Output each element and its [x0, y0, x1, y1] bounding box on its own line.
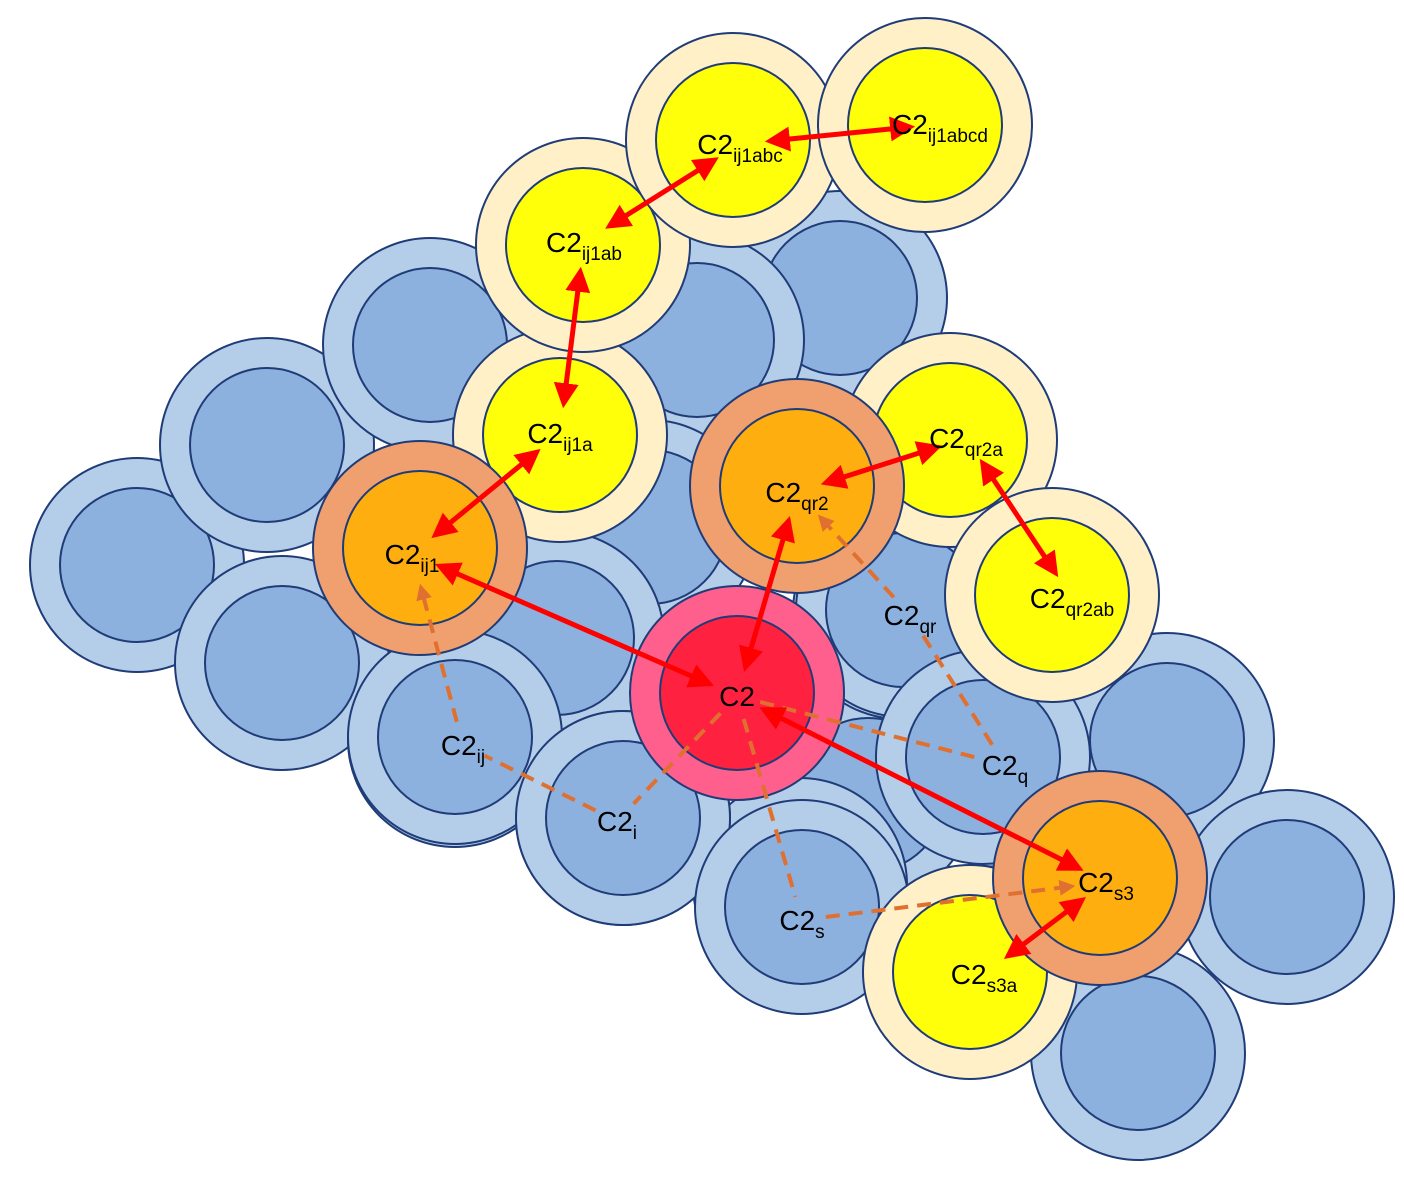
node-label-c2-s3a: C2s3a	[951, 959, 1018, 997]
node-label-c2-qr2a: C2qr2a	[929, 423, 1003, 461]
links-layer	[416, 116, 1087, 959]
solid-link-c2-ij1ab-to-c2-ij1abc	[605, 157, 719, 229]
node-label-base: C2	[441, 730, 477, 761]
node-label-base: C2	[546, 227, 582, 258]
node-label-base: C2	[892, 109, 928, 140]
node-label-subscript: qr2a	[965, 440, 1003, 461]
node-label-c2-ij1abcd: C2ij1abcd	[892, 109, 988, 147]
node-label-subscript: ij1ab	[582, 244, 622, 265]
node-label-c2-qr2ab: C2qr2ab	[1030, 583, 1114, 621]
node-label-base: C2	[951, 959, 987, 990]
node-label-subscript: ij1a	[563, 435, 593, 456]
node-label-base: C2	[765, 477, 801, 508]
node-label-c2-qr: C2qr	[884, 600, 937, 638]
node-label-base: C2	[929, 423, 965, 454]
node-label-c2-s: C2s	[779, 905, 824, 943]
solid-link-c2-ij1-to-c2-ij1a	[431, 448, 541, 539]
node-label-base: C2	[385, 539, 421, 570]
solid-link-c2-to-c2-s3	[759, 707, 1084, 871]
node-label-c2-ij: C2ij	[441, 730, 485, 768]
background-circle	[159, 337, 375, 553]
node-label-subscript: ij1	[420, 556, 439, 577]
labels-layer: C2C2ij1C2qr2C2s3C2ij1aC2ij1abC2ij1abcC2i…	[385, 109, 1134, 997]
solid-link-c2-ij1a-to-c2-ij1ab	[553, 266, 591, 409]
dashed-link-c2-to-c2-i	[632, 711, 722, 806]
solid-link-c2-qr2-to-c2-qr2a	[820, 441, 943, 489]
node-label-base: C2	[597, 806, 633, 837]
node-label-c2-q: C2q	[982, 750, 1028, 788]
node-label-subscript: qr2	[801, 494, 828, 515]
node-label-base: C2	[697, 129, 733, 160]
solid-link-c2-ij1abc-to-c2-ij1abcd	[764, 116, 916, 152]
solid-link-c2-s3-to-c2-s3a	[1003, 897, 1087, 959]
node-label-base: C2	[719, 681, 755, 712]
node-label-base: C2	[1030, 583, 1066, 614]
node-label-subscript: qr2ab	[1066, 600, 1115, 621]
node-label-subscript: i	[633, 823, 637, 844]
dashed-link-c2-i-to-c2-ij	[483, 753, 597, 813]
background-circle	[1030, 945, 1246, 1161]
node-label-subscript: s3	[1114, 884, 1134, 905]
node-label-c2-qr2: C2qr2	[765, 477, 828, 515]
node-label-c2-i: C2i	[597, 806, 637, 844]
node-label-base: C2	[527, 418, 563, 449]
node-label-subscript: ij1abcd	[928, 126, 988, 147]
node-label-base: C2	[779, 905, 815, 936]
node-label-subscript: qr	[919, 617, 937, 638]
dashed-link-c2-s-to-c2-s3	[825, 879, 1076, 920]
node-label-base: C2	[1078, 867, 1114, 898]
solid-link-c2-qr2a-to-c2-qr2ab	[979, 458, 1059, 578]
dashed-link-c2-qr-to-c2-qr2	[817, 514, 896, 599]
background-circle	[1179, 789, 1395, 1005]
node-label-c2-ij1abc: C2ij1abc	[697, 129, 782, 167]
node-label-base: C2	[884, 600, 920, 631]
node-label-subscript: ij1abc	[733, 146, 783, 167]
node-label-subscript: ij	[477, 747, 485, 768]
node-label-c2-ij1a: C2ij1a	[527, 418, 593, 456]
node-label-subscript: q	[1018, 767, 1029, 788]
node-circle-c2-ij1abcd	[817, 17, 1033, 233]
solid-link-c2-to-c2-qr2	[739, 515, 795, 673]
node-label-subscript: s3a	[987, 976, 1018, 997]
node-label-c2: C2	[719, 681, 755, 712]
node-circle-c2-ij	[347, 629, 563, 845]
node-label-subscript: s	[815, 922, 825, 943]
solid-link-c2-to-c2-ij1	[434, 562, 715, 688]
circles-layer	[29, 17, 1395, 1161]
node-label-c2-ij1: C2ij1	[385, 539, 440, 577]
node-label-c2-ij1ab: C2ij1ab	[546, 227, 622, 265]
node-label-base: C2	[982, 750, 1018, 781]
node-label-c2-s3: C2s3	[1078, 867, 1134, 905]
